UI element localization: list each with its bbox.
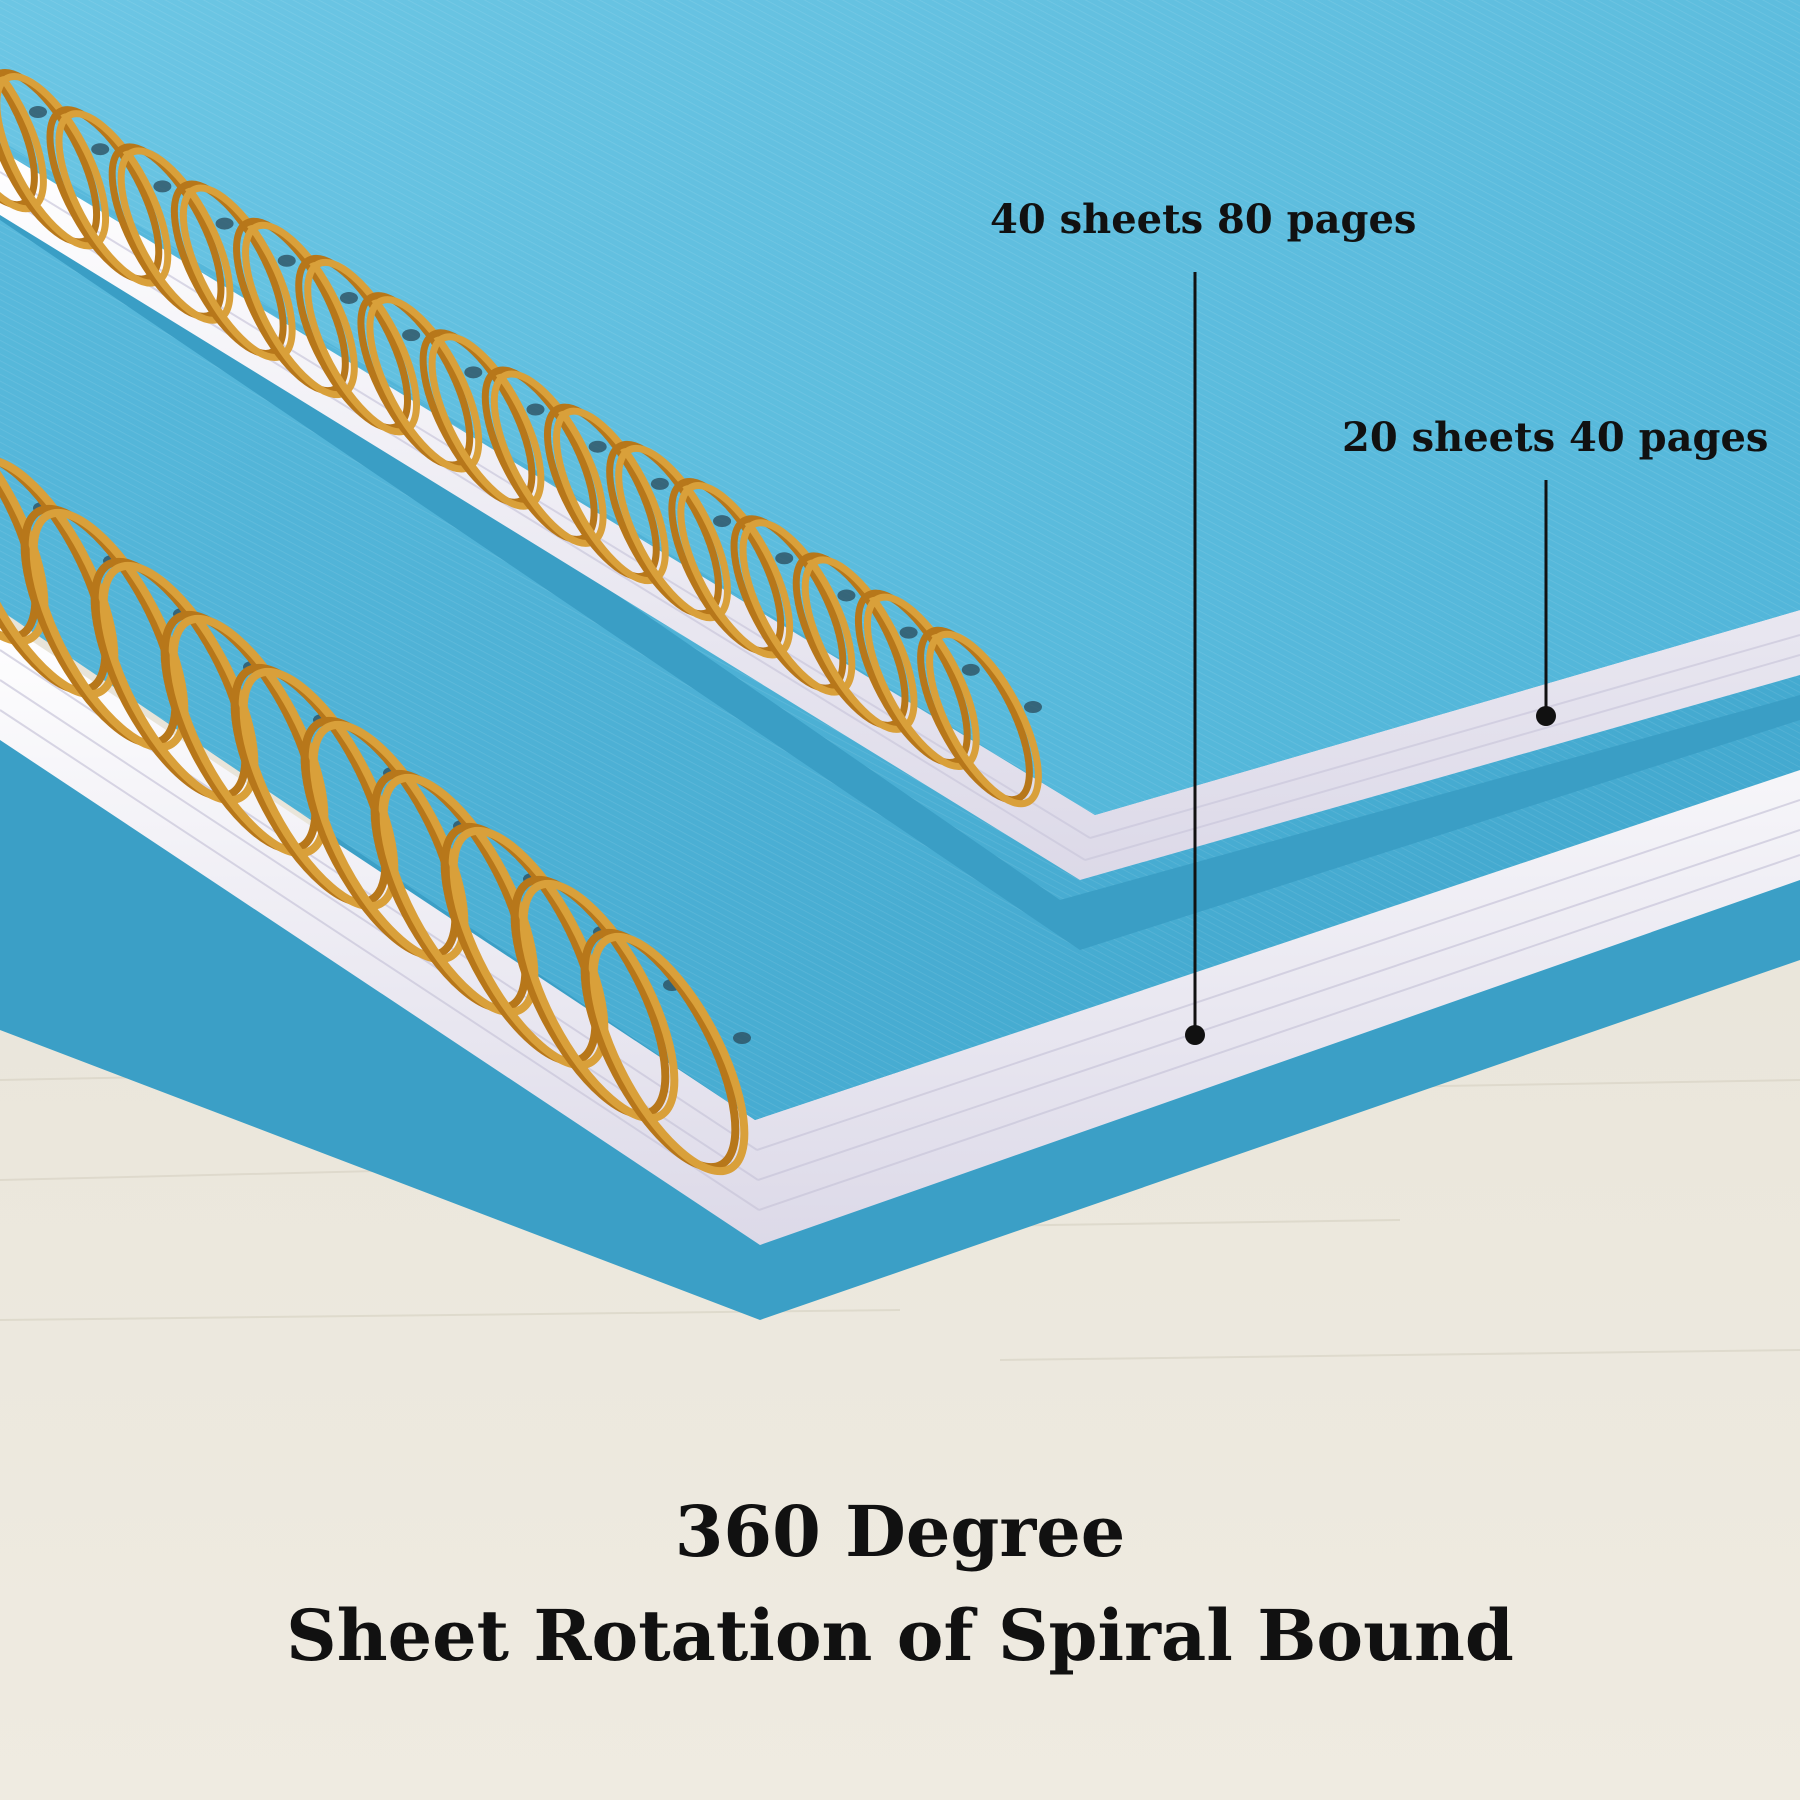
- spiral-ring: [309, 720, 469, 964]
- spiral-ring: [510, 875, 670, 1119]
- binding-hole: [277, 254, 296, 267]
- binding-hole: [713, 515, 732, 528]
- binding-hole: [775, 552, 794, 565]
- binding-hole: [588, 440, 607, 453]
- headline: 360 Degree Sheet Rotation of Spiral Boun…: [0, 1480, 1800, 1688]
- binding-hole: [961, 663, 980, 676]
- binding-hole: [153, 180, 172, 193]
- binding-hole: [402, 329, 421, 342]
- binding-hole: [29, 106, 47, 118]
- spiral-ring: [379, 773, 539, 1017]
- spiral-ring: [449, 826, 609, 1070]
- spiral-ring: [0, 455, 119, 699]
- spiral-ring: [917, 626, 1033, 804]
- headline-line-1: 360 Degree: [674, 1490, 1126, 1573]
- binding-hole: [339, 291, 358, 304]
- spiral-ring: [440, 822, 600, 1066]
- lower-spiral-coil: [0, 398, 749, 1176]
- spiral-ring: [926, 630, 1042, 808]
- spiral-ring: [519, 879, 679, 1123]
- lower-notebook-back-cover: [0, 700, 1800, 1320]
- binding-hole: [526, 403, 545, 416]
- spiral-ring: [29, 508, 189, 752]
- spiral-ring: [160, 610, 320, 854]
- spiral-ring: [0, 398, 40, 642]
- spiral-ring: [99, 561, 259, 805]
- binding-hole: [733, 1032, 751, 1044]
- spiral-ring: [370, 769, 530, 1013]
- callout-thin-notebook: 20 sheets 40 pages: [1342, 414, 1769, 461]
- spiral-ring: [230, 663, 390, 907]
- binding-hole: [1024, 701, 1042, 713]
- spiral-ring: [0, 451, 110, 695]
- upper-spiral-coil: [0, 31, 1042, 808]
- spiral-ring: [589, 932, 749, 1176]
- binding-hole: [837, 589, 856, 602]
- callout-leader-thick: [1185, 272, 1205, 1045]
- binding-hole: [650, 477, 669, 490]
- spiral-ring: [0, 402, 49, 646]
- spiral-ring: [300, 716, 460, 960]
- callout-thick-notebook: 40 sheets 80 pages: [990, 196, 1417, 243]
- upper-notebook-pages: [0, 150, 1800, 880]
- binding-hole: [464, 366, 483, 379]
- upper-binding-holes: [29, 106, 1042, 713]
- callout-leader-thin: [1536, 480, 1556, 726]
- spiral-ring: [20, 504, 180, 748]
- upper-notebook-back-cover: [0, 170, 1800, 950]
- spiral-ring: [90, 557, 250, 801]
- lower-notebook-pages: [0, 620, 1800, 1245]
- binding-hole: [899, 626, 918, 639]
- binding-hole: [91, 143, 110, 156]
- binding-hole: [215, 217, 234, 230]
- headline-line-2: Sheet Rotation of Spiral Bound: [286, 1594, 1514, 1677]
- spiral-ring: [239, 667, 399, 911]
- spiral-ring: [580, 928, 740, 1172]
- spiral-ring: [169, 614, 329, 858]
